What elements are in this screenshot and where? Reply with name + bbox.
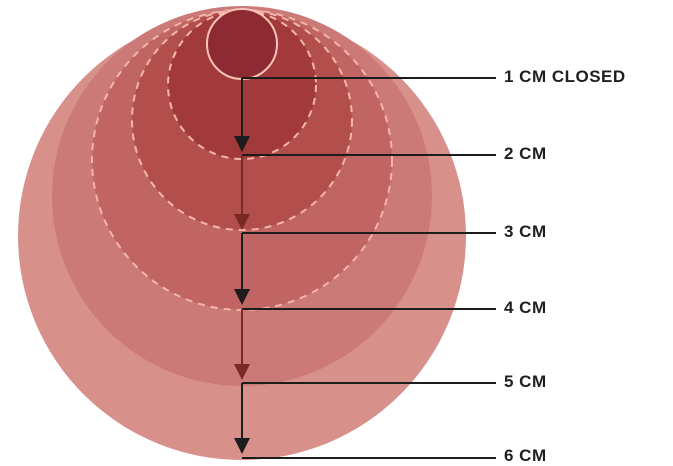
label-5cm: 5 CM	[504, 372, 547, 392]
label-6cm: 6 CM	[504, 446, 547, 466]
label-3cm: 3 CM	[504, 222, 547, 242]
circle-1cm-closed	[207, 9, 277, 79]
label-4cm: 4 CM	[504, 298, 547, 318]
label-2cm: 2 CM	[504, 144, 547, 164]
label-1cm-closed: 1 CM CLOSED	[504, 67, 626, 87]
